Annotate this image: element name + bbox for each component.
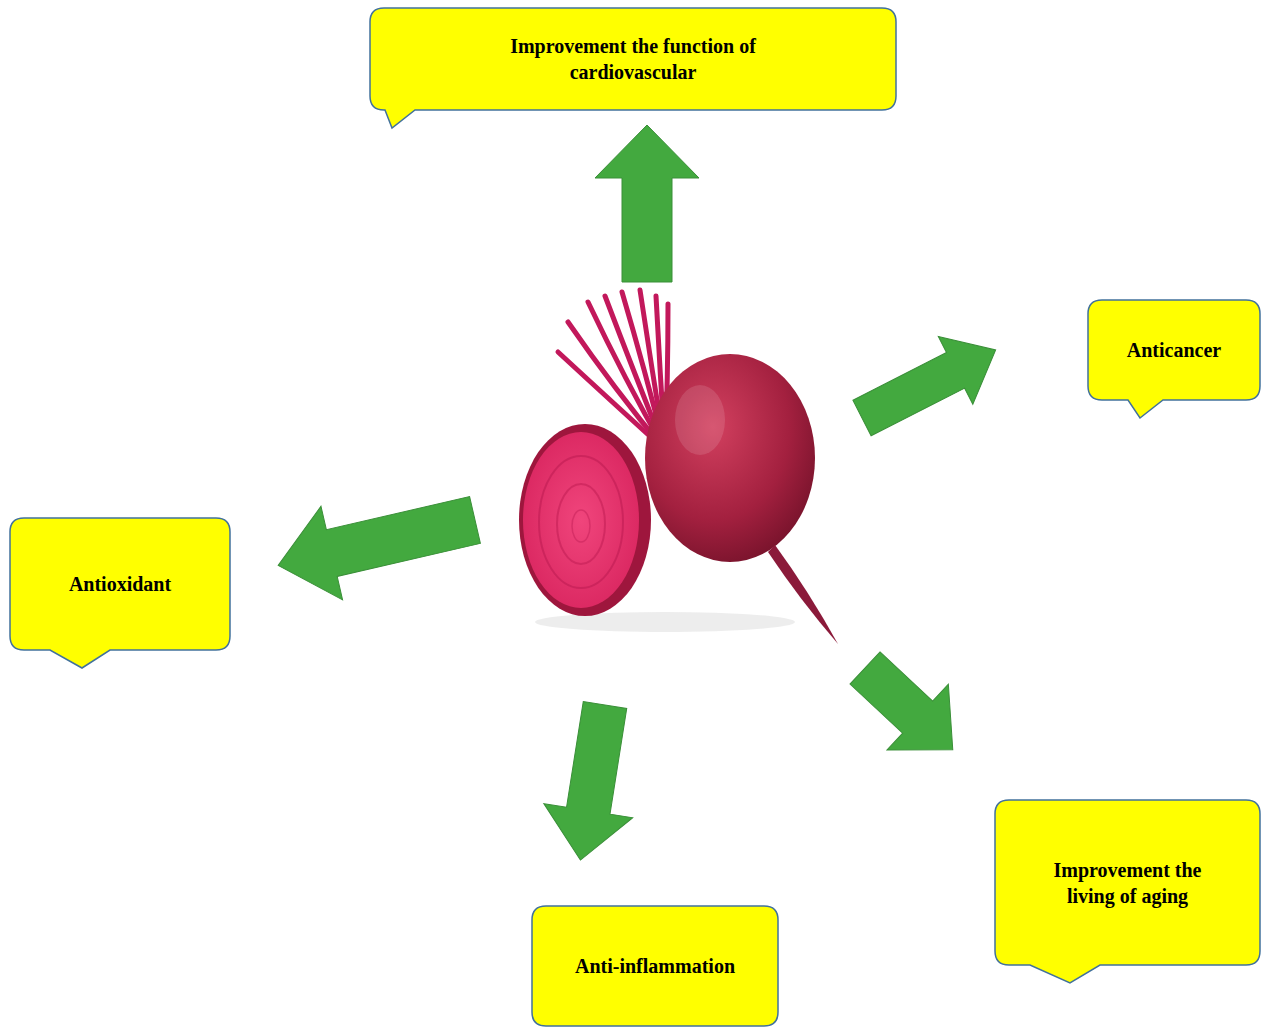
callout-box: Improvement the living of aging bbox=[995, 800, 1260, 965]
callout-text: Improvement the function of cardiovascul… bbox=[483, 33, 783, 85]
callout-box: Anti-inflammation bbox=[532, 906, 778, 1026]
callout-outline bbox=[995, 800, 1260, 965]
callout-box: Improvement the function of cardiovascul… bbox=[370, 8, 896, 110]
callout-text: Antioxidant bbox=[69, 571, 171, 597]
green-arrows bbox=[267, 125, 1013, 867]
callout-box: Anticancer bbox=[1088, 300, 1260, 400]
callout-text: Improvement the living of aging bbox=[1028, 857, 1228, 909]
callout-box: Antioxidant bbox=[10, 518, 230, 650]
callout-text: Anti-inflammation bbox=[575, 953, 735, 979]
callout-text: Anticancer bbox=[1127, 337, 1221, 363]
callout-outline bbox=[370, 8, 896, 110]
